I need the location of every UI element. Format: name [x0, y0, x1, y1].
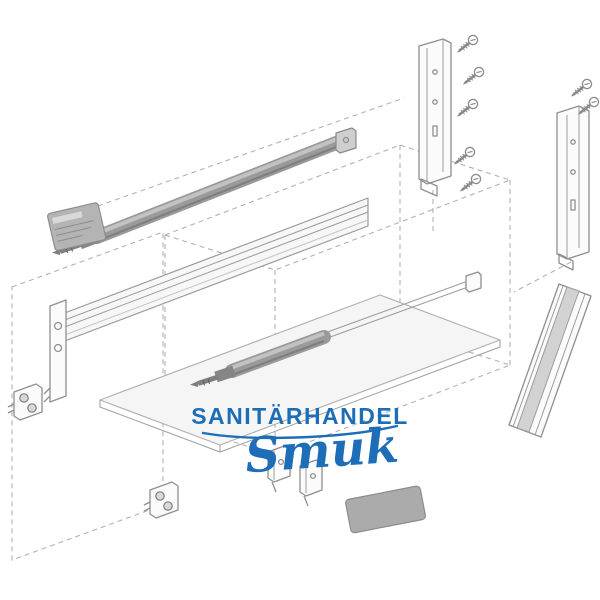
- screw-icon: [452, 32, 481, 58]
- drawer-bottom-panel: [99, 294, 501, 453]
- side-profile-front-fixing: [43, 299, 67, 403]
- back-wall-bracket-right: [299, 459, 323, 507]
- screw-icon: [458, 64, 487, 90]
- cover-cap-plate: [345, 485, 427, 534]
- watermark: SANITÄRHANDEL Smuk: [191, 403, 409, 485]
- watermark-line1: SANITÄRHANDEL: [191, 403, 409, 429]
- front-fixing-bracket-upper: [7, 383, 43, 421]
- assembly-leader-lines: [97, 97, 572, 293]
- watermark-swash: [201, 424, 399, 440]
- rear-fixing-bracket-left: [418, 38, 452, 197]
- back-wall-bracket-left: [267, 445, 291, 493]
- cabinet-carcass-outline: [163, 144, 512, 456]
- rear-fixing-bracket-right: [556, 105, 590, 271]
- watermark-line2: Smuk: [243, 418, 400, 485]
- screw-icon: [566, 76, 595, 102]
- label-plate: [46, 202, 107, 252]
- drawer-side-profile-left: [43, 197, 369, 403]
- back-panel-profile: [508, 283, 592, 438]
- gallery-rail-rear: [190, 271, 482, 387]
- front-fixing-bracket-lower: [143, 481, 179, 519]
- screw-icon: [452, 96, 481, 122]
- gallery-rail-rear-connector: [335, 127, 357, 154]
